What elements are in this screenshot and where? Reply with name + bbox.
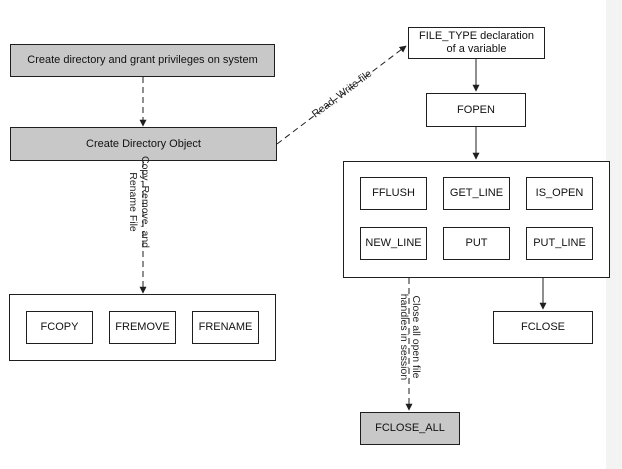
put-line-label: PUT_LINE (533, 237, 586, 249)
fcopy-label: FCOPY (40, 321, 79, 333)
close-all-handles-edge-label: Close all open file handles in session (396, 287, 422, 387)
fflush-label: FFLUSH (372, 187, 415, 199)
fclose-label: FCLOSE (520, 321, 565, 333)
fremove-box: FREMOVE (109, 311, 176, 344)
get-line-box: GET_LINE (443, 177, 510, 210)
fflush-box: FFLUSH (360, 177, 427, 210)
fopen-label: FOPEN (457, 103, 495, 116)
get-line-label: GET_LINE (449, 187, 504, 199)
file-type-declaration-line1: FILE_TYPE declaration (419, 30, 534, 42)
frename-label: FRENAME (198, 321, 253, 333)
copy-remove-rename-edge-label: Copy, Remove, and Rename File (125, 152, 151, 252)
is-open-label: IS_OPEN (535, 187, 584, 199)
file-type-declaration-box: FILE_TYPE declaration of a variable (408, 27, 545, 59)
create-directory-object-box: Create Directory Object (10, 127, 277, 161)
copy-remove-rename-line1: Copy, Remove, and (139, 155, 151, 249)
put-line-box: PUT_LINE (526, 227, 593, 260)
close-all-handles-line2: handles in session (398, 293, 410, 381)
close-all-handles-line1: Close all open file (410, 295, 422, 379)
create-directory-object-label: Create Directory Object (86, 137, 201, 150)
fcopy-box: FCOPY (26, 311, 93, 344)
is-open-box: IS_OPEN (526, 177, 593, 210)
new-line-label: NEW_LINE (365, 237, 422, 249)
fclose-all-label: FCLOSE_ALL (375, 422, 445, 434)
copy-remove-rename-line2: Rename File (127, 172, 139, 232)
put-box: PUT (443, 227, 510, 260)
create-directory-grant-box: Create directory and grant privileges on… (10, 44, 275, 77)
new-line-box: NEW_LINE (360, 227, 427, 260)
frename-box: FRENAME (192, 311, 259, 344)
scrollbar-strip (606, 0, 622, 469)
put-label: PUT (465, 237, 488, 249)
fremove-label: FREMOVE (115, 321, 170, 333)
file-type-declaration-line2: of a variable (446, 43, 507, 55)
edge-object-to-filetype (276, 45, 407, 145)
create-directory-grant-label: Create directory and grant privileges on… (27, 54, 258, 66)
fclose-box: FCLOSE (493, 311, 593, 344)
fopen-box: FOPEN (426, 93, 526, 127)
fclose-all-box: FCLOSE_ALL (360, 412, 460, 445)
